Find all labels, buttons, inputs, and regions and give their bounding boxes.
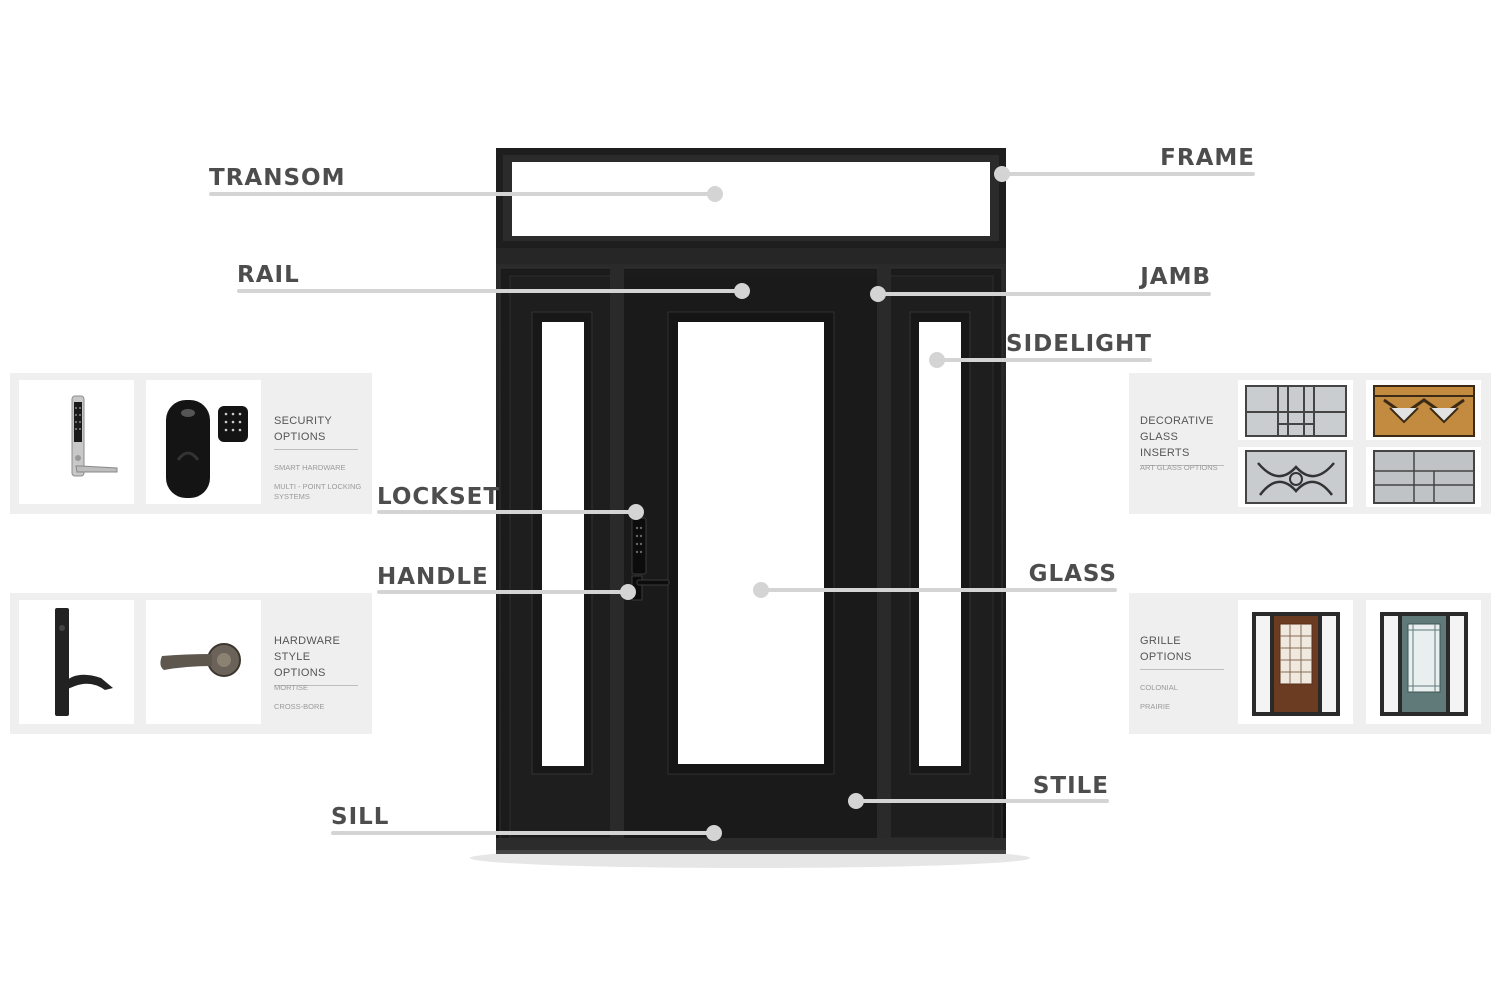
hardware-title: HARDWARE STYLE OPTIONS (274, 633, 358, 686)
security-title-line2: OPTIONS (274, 431, 326, 443)
hardware-item-cross-bore[interactable]: CROSS-BORE (274, 702, 325, 711)
glass-item-art-glass[interactable]: ART GLASS OPTIONS (1140, 463, 1218, 472)
thumb-cross-bore[interactable] (146, 600, 261, 724)
dot-frame (994, 166, 1010, 182)
prairie-door-icon (1380, 612, 1468, 716)
smart-keypad-lock-icon (71, 395, 118, 477)
panel-security-options: SECURITY OPTIONS SMART HARDWARE MULTI - … (10, 373, 372, 514)
glass-inserts-title: DECORATIVE GLASS INSERTS (1140, 413, 1224, 466)
thumb-grille-prairie[interactable] (1366, 600, 1481, 724)
label-stile: STILE (1032, 773, 1109, 799)
thumb-grille-colonial[interactable] (1238, 600, 1353, 724)
thumb-glass-amber[interactable] (1366, 380, 1481, 440)
hardware-item-mortise[interactable]: MORTISE (274, 683, 309, 692)
thumb-glass-scroll[interactable] (1238, 447, 1353, 507)
left-jamb (610, 266, 624, 846)
label-transom: TRANSOM (209, 165, 346, 191)
dot-transom (707, 186, 723, 202)
grille-title-line1: GRILLE (1140, 635, 1181, 647)
panel-grille-options: GRILLE OPTIONS COLONIAL PRAIRIE (1129, 593, 1491, 734)
thumb-glass-geometric[interactable] (1238, 380, 1353, 440)
colonial-door-icon (1252, 612, 1340, 716)
leader-glass (761, 588, 1117, 592)
dot-sidelight (929, 352, 945, 368)
dot-handle (620, 584, 636, 600)
glass-inserts-title-line2: GLASS INSERTS (1140, 431, 1190, 459)
leader-sill (331, 831, 714, 835)
label-sill: SILL (331, 804, 390, 830)
label-lockset: LOCKSET (377, 484, 501, 510)
art-glass-icon (1373, 385, 1475, 437)
leader-frame (1002, 172, 1255, 176)
panel-decorative-glass-inserts: DECORATIVE GLASS INSERTS ART GLASS OPTIO… (1129, 373, 1491, 514)
label-glass: GLASS (1028, 561, 1117, 587)
transom (496, 148, 1006, 248)
hardware-title-line1: HARDWARE (274, 635, 341, 647)
hardware-title-line2: STYLE OPTIONS (274, 651, 326, 679)
door-slab (624, 276, 877, 838)
security-title-line1: SECURITY (274, 415, 333, 427)
security-title: SECURITY OPTIONS (274, 413, 358, 450)
deadbolt-keypad-icon (166, 400, 248, 498)
thumb-glass-rain[interactable] (1366, 447, 1481, 507)
glass-inserts-title-line1: DECORATIVE (1140, 415, 1214, 427)
grille-title: GRILLE OPTIONS (1140, 633, 1224, 670)
dot-sill (706, 825, 722, 841)
label-handle: HANDLE (377, 564, 489, 590)
leader-lockset (377, 510, 636, 514)
leader-transom (209, 192, 715, 196)
label-rail: RAIL (237, 262, 300, 288)
leader-handle (377, 590, 628, 594)
thumb-smart-lock[interactable] (19, 380, 134, 504)
dot-glass (753, 582, 769, 598)
grille-item-prairie[interactable]: PRAIRIE (1140, 702, 1171, 711)
label-sidelight: SIDELIGHT (1006, 331, 1152, 357)
dot-stile (848, 793, 864, 809)
lever-handle-icon (160, 643, 241, 677)
left-sidelight (509, 275, 614, 839)
label-frame: FRAME (1160, 145, 1255, 171)
label-jamb: JAMB (1140, 264, 1211, 290)
right-jamb (877, 266, 891, 846)
security-item-smart-hardware[interactable]: SMART HARDWARE (274, 463, 346, 472)
art-glass-icon (1245, 385, 1347, 437)
art-glass-icon (1245, 450, 1347, 504)
right-sidelight (889, 275, 994, 839)
leader-rail (237, 289, 742, 293)
lockset-hardware (631, 517, 670, 601)
leader-jamb (878, 292, 1211, 296)
thumb-mortise[interactable] (19, 600, 134, 724)
dot-jamb (870, 286, 886, 302)
mortise-handle-icon (55, 608, 113, 716)
grille-item-colonial[interactable]: COLONIAL (1140, 683, 1178, 692)
leader-stile (856, 799, 1109, 803)
dot-lockset (628, 504, 644, 520)
leader-sidelight (937, 358, 1152, 362)
thumb-deadbolt[interactable] (146, 380, 261, 504)
dot-rail (734, 283, 750, 299)
header-rail (496, 248, 1006, 266)
security-item-multipoint[interactable]: MULTI - POINT LOCKING SYSTEMS (274, 482, 362, 501)
art-glass-icon (1373, 450, 1475, 504)
panel-hardware-style-options: HARDWARE STYLE OPTIONS MORTISE CROSS-BOR… (10, 593, 372, 734)
grille-title-line2: OPTIONS (1140, 651, 1192, 663)
